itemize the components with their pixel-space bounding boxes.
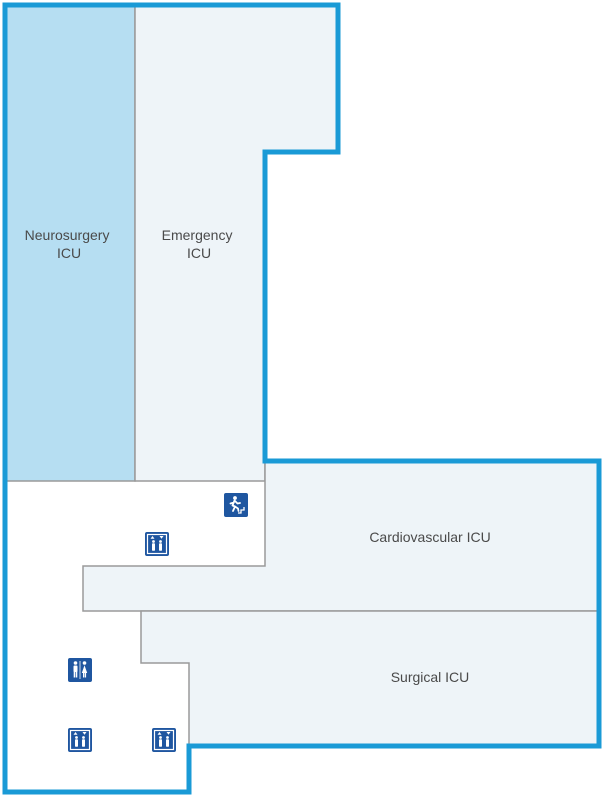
room-emergency-icu[interactable]: [134, 4, 339, 482]
room-surgical-icu[interactable]: [140, 610, 600, 747]
elevator-icon: [152, 728, 176, 752]
label-neurosurgery-icu: Neurosurgery ICU: [25, 227, 114, 261]
restroom-icon: [68, 658, 92, 682]
elevator-icon: [145, 532, 169, 556]
room-neurosurgery-icu[interactable]: [4, 4, 136, 482]
label-surgical-icu: Surgical ICU: [391, 669, 470, 685]
elevator-icon: [68, 728, 92, 752]
label-emergency-icu: Emergency ICU: [162, 227, 237, 261]
label-cardiovascular-icu: Cardiovascular ICU: [369, 529, 490, 545]
emergency-exit-icon: [224, 493, 248, 517]
